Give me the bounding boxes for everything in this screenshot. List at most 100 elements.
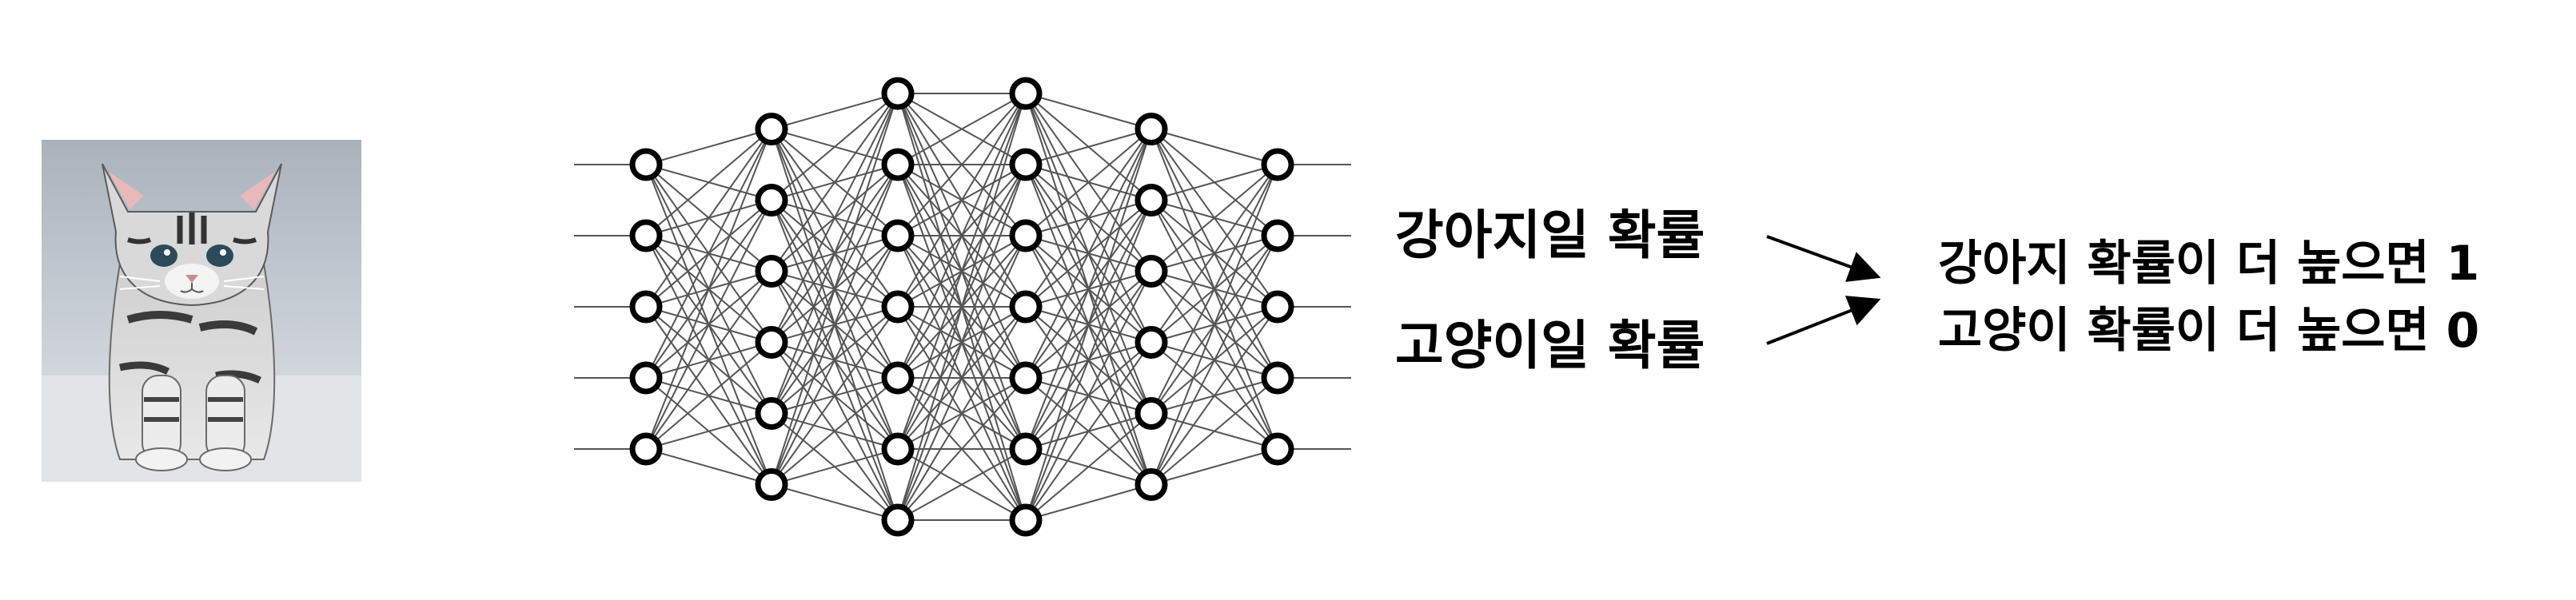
neuron-node-layer-2 (755, 184, 788, 217)
connection-edge (645, 448, 772, 486)
connection-edge (1150, 164, 1278, 344)
connection-edge (1150, 448, 1278, 486)
connection-edge (1025, 129, 1152, 450)
network-edges (645, 93, 1278, 521)
connection-edge (645, 341, 772, 450)
connection-edge (771, 164, 899, 485)
kitten-photo (42, 140, 361, 482)
connection-edge (1025, 483, 1152, 521)
connection-edge (1025, 341, 1152, 521)
dog-probability-label: 강아지일 확률 (1395, 205, 1705, 266)
neuron-node-layer-1 (629, 432, 663, 466)
connection-edge (1025, 129, 1152, 379)
neuron-node-layer-1 (629, 290, 663, 324)
neuron-node-layer-5 (1134, 468, 1168, 501)
connection-edge (897, 93, 1027, 450)
neuron-node-layer-2 (755, 326, 788, 359)
neuron-node-layer-4 (1009, 219, 1043, 252)
connection-edge (771, 448, 899, 486)
connection-edge (1150, 235, 1278, 485)
dog-arrow (1766, 235, 1881, 282)
neuron-node-layer-3 (881, 219, 915, 252)
connection-edge (897, 93, 1027, 521)
connection-edge (897, 93, 1027, 236)
connection-edge (1150, 377, 1278, 486)
connection-edge (771, 93, 899, 272)
connection-edge (645, 129, 772, 379)
neuron-node-layer-3 (881, 503, 915, 537)
neuron-node-layer-5 (1134, 255, 1168, 288)
connection-edge (645, 128, 772, 236)
connection-edge (1150, 306, 1278, 486)
connection-edge (897, 93, 1027, 308)
connection-edge (1025, 271, 1152, 521)
neuron-node-layer-2 (755, 468, 788, 501)
neuron-node-layer-3 (881, 361, 915, 395)
cat-arrow (1766, 296, 1881, 345)
connection-edge (771, 93, 899, 485)
connection-edge (645, 200, 772, 450)
neuron-node-layer-2 (755, 255, 788, 288)
connection-edge (645, 128, 772, 165)
neuron-node-layer-3 (881, 290, 915, 324)
result-line-dog: 강아지 확률이 더 높으면 1 (1938, 236, 2480, 292)
neuron-node-layer-5 (1134, 326, 1168, 359)
neuron-node-layer-5 (1134, 397, 1168, 430)
neuron-node-layer-4 (1009, 290, 1043, 324)
connection-edge (771, 306, 899, 486)
connection-edge (897, 164, 1027, 521)
connection-edge (771, 93, 899, 343)
connection-edge (645, 270, 772, 450)
neuron-node-layer-4 (1009, 148, 1043, 181)
neuron-node-layer-1 (629, 219, 663, 252)
neuron-node-layer-3 (881, 148, 915, 181)
connection-edge (1025, 128, 1152, 236)
neuron-node-layer-6 (1261, 148, 1294, 181)
connection-edge (1025, 129, 1152, 521)
neuron-node-layer-4 (1009, 503, 1043, 537)
cat-probability-label: 고양이일 확률 (1395, 315, 1705, 376)
connection-edge (645, 412, 772, 450)
connection-edge (1150, 128, 1278, 165)
connection-edge (1025, 200, 1152, 521)
connection-edge (1025, 128, 1152, 308)
connection-edge (1025, 412, 1152, 521)
connection-edge (897, 306, 1027, 521)
connection-edge (897, 448, 1027, 521)
neuron-node-layer-1 (629, 361, 663, 395)
neuron-node-layer-1 (629, 148, 663, 181)
connection-edge (897, 93, 1027, 379)
connection-edge (645, 128, 772, 308)
connection-edge (1025, 93, 1152, 130)
neuron-node-layer-6 (1261, 290, 1294, 324)
connection-edge (771, 483, 899, 521)
connection-edge (1150, 164, 1278, 272)
connection-edge (771, 93, 899, 414)
neuron-node-layer-3 (881, 77, 915, 110)
neuron-node-layer-2 (755, 397, 788, 430)
connection-edge (771, 377, 899, 486)
neuron-node-layer-2 (755, 113, 788, 145)
result-line-cat: 고양이 확률이 더 높으면 0 (1938, 303, 2480, 359)
neuron-node-layer-3 (881, 432, 915, 466)
neuron-node-layer-6 (1261, 361, 1294, 395)
network-nodes (629, 77, 1294, 537)
neuron-node-layer-6 (1261, 432, 1294, 466)
neuron-node-layer-5 (1134, 184, 1168, 217)
neuron-node-layer-4 (1009, 432, 1043, 466)
connection-edge (1150, 164, 1278, 485)
neuron-node-layer-6 (1261, 219, 1294, 252)
neuron-node-layer-4 (1009, 361, 1043, 395)
connection-edge (771, 235, 899, 485)
neuron-node-layer-4 (1009, 77, 1043, 110)
connection-edge (897, 377, 1027, 521)
connection-edge (897, 93, 1027, 165)
connection-edge (1150, 164, 1278, 414)
connection-edge (897, 235, 1027, 521)
connection-edge (771, 93, 899, 130)
connection-edge (771, 93, 899, 201)
neuron-node-layer-5 (1134, 113, 1168, 145)
connection-edge (1150, 164, 1278, 201)
